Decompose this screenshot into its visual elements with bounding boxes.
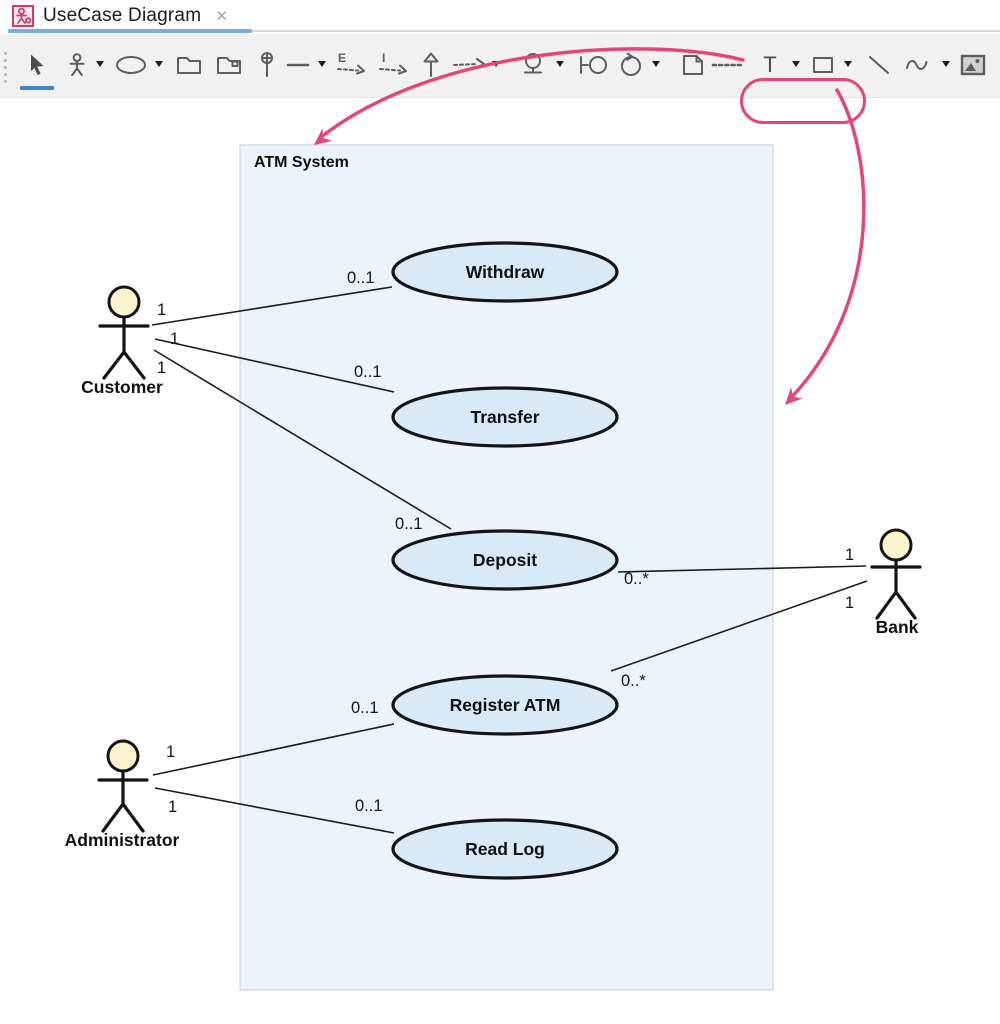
text-tool-glyph: T (763, 52, 777, 77)
rectangle-icon (813, 57, 833, 73)
freehand-tool[interactable] (902, 50, 932, 80)
tab-bar-divider (252, 30, 1000, 32)
rectangle-tool[interactable] (808, 50, 838, 80)
multiplicity-label: 1 (157, 301, 166, 319)
association-customer-transfer[interactable] (154, 338, 395, 393)
subsystem-tool[interactable] (212, 50, 246, 80)
association-customer-withdraw[interactable] (151, 286, 393, 326)
diagonal-line-icon (869, 56, 889, 74)
text-dropdown-caret-icon[interactable] (792, 61, 800, 67)
usecase-read-log[interactable]: Read Log (391, 818, 619, 880)
usecase-label: Read Log (465, 839, 545, 859)
lollipop-interface-icon (261, 52, 273, 77)
usecase-dropdown-caret-icon[interactable] (155, 61, 163, 67)
association-registeratm-bank[interactable] (610, 580, 868, 672)
actor-administrator[interactable]: Administrator (65, 739, 180, 850)
frame-title: ATM System (254, 154, 349, 171)
tab-bar: UseCase Diagram × (0, 0, 1000, 34)
multiplicity-label: 1 (168, 798, 177, 816)
actor-tool[interactable] (62, 50, 92, 80)
multiplicity-label: 1 (845, 594, 854, 612)
usecase-deposit[interactable]: Deposit (391, 529, 619, 591)
image-tool[interactable] (958, 50, 988, 80)
usecase-register-atm[interactable]: Register ATM (391, 674, 619, 736)
tab-title: UseCase Diagram (43, 5, 202, 26)
association-line-icon (286, 63, 310, 67)
tab-usecase-diagram[interactable]: UseCase Diagram × (8, 2, 231, 30)
usecase-label: Deposit (473, 550, 537, 570)
subsystem-folder-icon (217, 57, 241, 74)
interface-lollipop-tool[interactable] (252, 50, 282, 80)
select-tool[interactable] (20, 50, 54, 90)
actor-bank[interactable]: Bank (870, 528, 922, 637)
multiplicity-label: 1 (845, 546, 854, 564)
multiplicity-label: 1 (157, 359, 166, 377)
package-folder-icon (177, 57, 201, 74)
association-deposit-bank[interactable] (617, 565, 867, 573)
association-tool[interactable] (283, 50, 313, 80)
multiplicity-label: 0..1 (395, 515, 423, 533)
multiplicity-label: 0..* (624, 570, 649, 588)
usecase-transfer[interactable]: Transfer (391, 386, 619, 448)
usecase-label: Withdraw (466, 262, 545, 282)
actor-label: Bank (876, 617, 919, 637)
usecase-label: Register ATM (450, 695, 561, 715)
multiplicity-label: 1 (170, 330, 179, 348)
cursor-icon (31, 54, 44, 75)
line-tool[interactable] (864, 50, 894, 80)
actor-icon (69, 53, 85, 76)
actor-label: Customer (81, 377, 163, 397)
toolbar-drag-handle[interactable] (4, 52, 7, 83)
association-administrator-registeratm[interactable] (152, 723, 395, 776)
usecase-label: Transfer (470, 407, 539, 427)
association-administrator-readlog[interactable] (154, 787, 395, 834)
multiplicity-label: 0..1 (355, 797, 383, 815)
multiplicity-label: 0..1 (354, 363, 382, 381)
squiggle-icon (906, 60, 928, 70)
text-tool[interactable]: T (758, 50, 782, 80)
actor-dropdown-caret-icon[interactable] (96, 61, 104, 67)
active-tab-indicator (8, 29, 252, 33)
actor-label: Administrator (65, 830, 180, 850)
usecase-withdraw[interactable]: Withdraw (391, 241, 619, 303)
tab-close-icon[interactable]: × (216, 5, 228, 27)
usecase-ellipse-icon (116, 56, 146, 74)
multiplicity-label: 0..1 (351, 699, 379, 717)
image-icon (960, 54, 986, 76)
freehand-dropdown-caret-icon[interactable] (942, 61, 950, 67)
multiplicity-label: 0..1 (347, 269, 375, 287)
association-customer-deposit[interactable] (153, 349, 452, 530)
multiplicity-label: 0..* (621, 672, 646, 690)
actor-customer[interactable]: Customer (81, 285, 163, 397)
package-tool[interactable] (172, 50, 206, 80)
multiplicity-label: 1 (166, 743, 175, 761)
usecase-diagram-icon (12, 5, 34, 27)
usecase-tool[interactable] (112, 50, 150, 80)
rectangle-dropdown-caret-icon[interactable] (844, 61, 852, 67)
